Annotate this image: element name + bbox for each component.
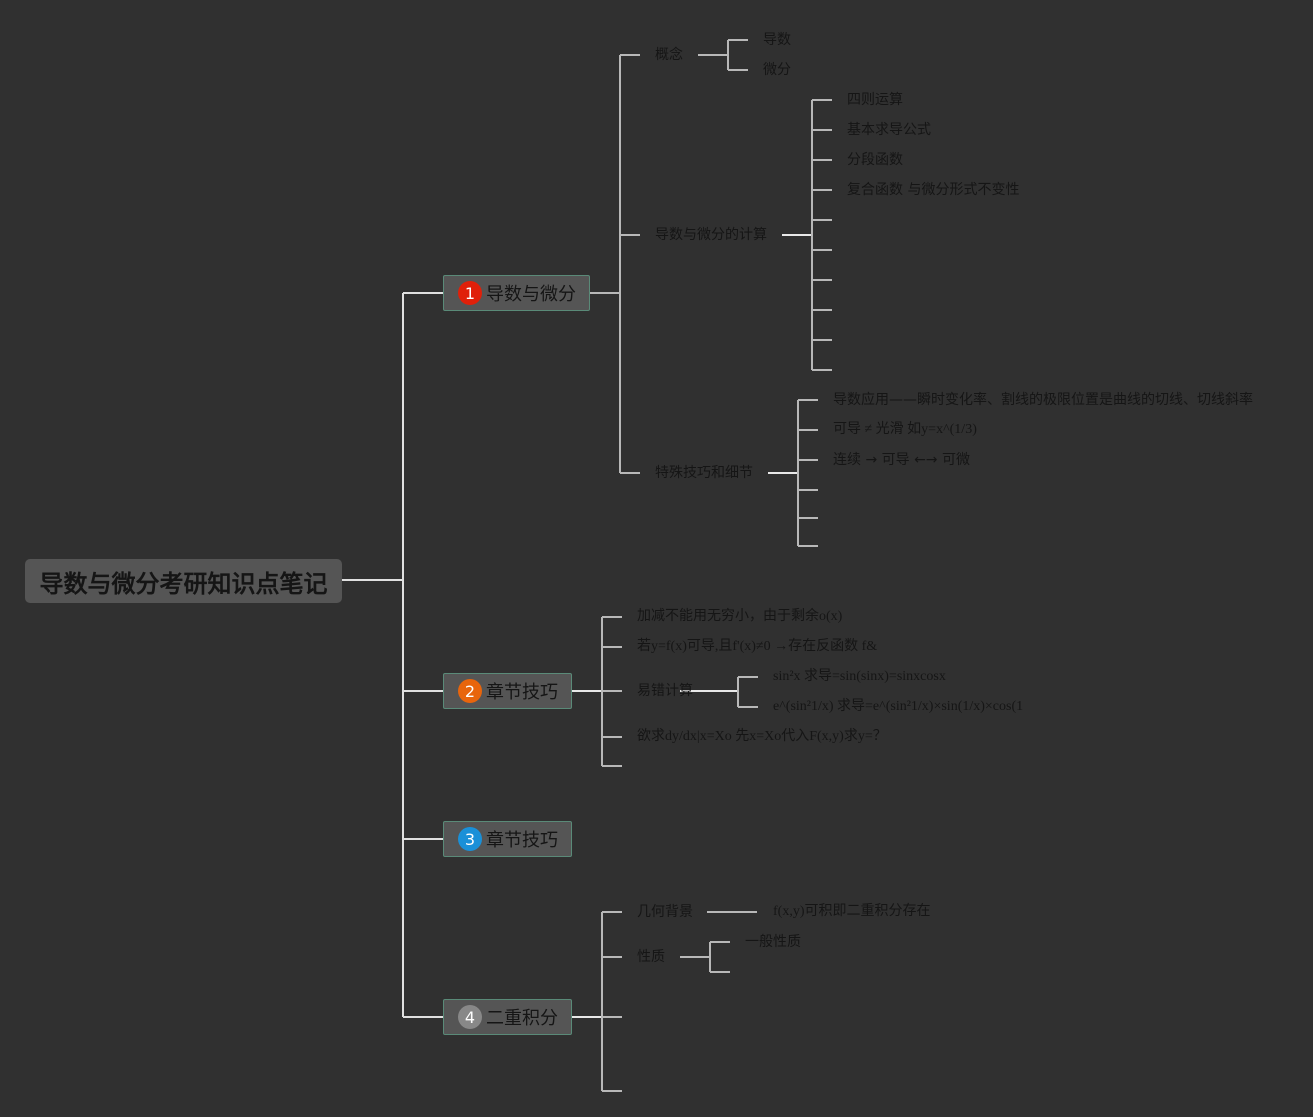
number-badge-icon: 3 — [458, 827, 482, 851]
subtopic-concept[interactable]: 概念 — [655, 47, 683, 63]
leaf-topic[interactable]: 可导 ≠ 光滑 如y=x^(1/3) — [833, 422, 977, 437]
topic-label: 章节技巧 — [486, 682, 558, 703]
number-badge-icon: 2 — [458, 679, 482, 703]
subtopic-calculation[interactable]: 导数与微分的计算 — [655, 227, 767, 243]
leaf-topic[interactable]: sin²x 求导=sin(sinx)=sinxcosx — [773, 669, 946, 684]
leaf-topic[interactable]: f(x,y)可积即二重积分存在 — [773, 904, 931, 919]
topic-chapter-tips[interactable]: 2 章节技巧 — [443, 673, 572, 709]
topic-derivative-differential[interactable]: 1 导数与微分 — [443, 275, 590, 311]
leaf-topic[interactable]: 分段函数 — [847, 152, 903, 168]
leaf-topic[interactable]: 欲求dy/dx|x=Xo 先x=Xo代入F(x,y)求y=？ — [637, 729, 887, 744]
subtopic-properties[interactable]: 性质 — [637, 949, 665, 965]
leaf-topic[interactable]: 微分 — [763, 62, 791, 78]
leaf-topic[interactable]: 一般性质 — [745, 934, 801, 950]
topic-label: 章节技巧 — [486, 830, 558, 851]
leaf-topic[interactable]: 导数 — [763, 32, 791, 48]
topic-double-integral[interactable]: 4 二重积分 — [443, 999, 572, 1035]
leaf-topic[interactable]: 加减不能用无穷小，由于剩余o(x) — [637, 609, 843, 624]
leaf-topic[interactable]: 导数应用——瞬时变化率、割线的极限位置是曲线的切线、切线斜率 — [833, 392, 1253, 408]
root-topic[interactable]: 导数与微分考研知识点笔记 — [25, 559, 342, 603]
topic-label: 二重积分 — [486, 1008, 558, 1029]
subtopic-error-prone[interactable]: 易错计算 — [637, 683, 693, 699]
number-badge-icon: 1 — [458, 281, 482, 305]
leaf-topic[interactable]: 若y=f(x)可导,且f'(x)≠0 →存在反函数 f& — [637, 639, 878, 654]
subtopic-geometric-background[interactable]: 几何背景 — [637, 904, 693, 920]
topic-chapter-tips-2[interactable]: 3 章节技巧 — [443, 821, 572, 857]
leaf-topic[interactable]: 连续 → 可导 ←→ 可微 — [833, 452, 970, 468]
leaf-topic[interactable]: 基本求导公式 — [847, 122, 931, 138]
subtopic-special-tips[interactable]: 特殊技巧和细节 — [655, 465, 753, 481]
leaf-topic[interactable]: 复合函数 与微分形式不变性 — [847, 182, 1020, 198]
topic-label: 导数与微分 — [486, 284, 576, 305]
leaf-topic[interactable]: 四则运算 — [847, 92, 903, 108]
number-badge-icon: 4 — [458, 1005, 482, 1029]
leaf-topic[interactable]: e^(sin²1/x) 求导=e^(sin²1/x)×sin(1/x)×cos(… — [773, 699, 1024, 714]
